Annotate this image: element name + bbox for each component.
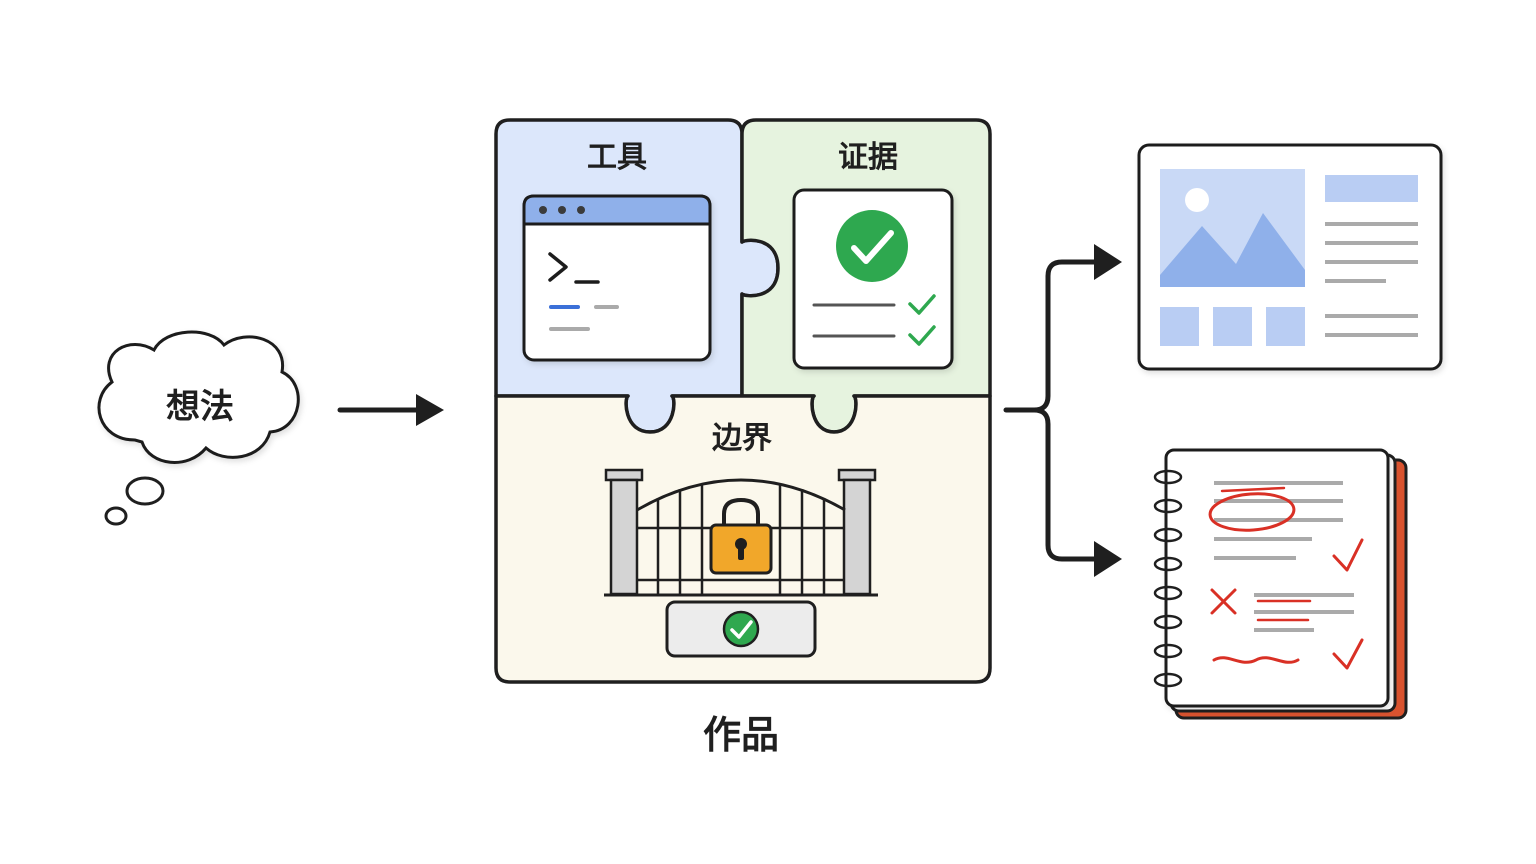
spiral-binding bbox=[1153, 469, 1183, 688]
boundary-label: 边界 bbox=[712, 421, 772, 456]
check-badge-icon bbox=[665, 600, 817, 658]
checklist-document-icon bbox=[792, 188, 954, 370]
annotated-notebook-icon bbox=[1153, 448, 1408, 720]
puzzle-piece-boundary: 边界 bbox=[494, 394, 992, 684]
evidence-label: 证据 bbox=[838, 140, 898, 175]
idea-label: 想法 bbox=[166, 387, 234, 427]
check-circle-icon bbox=[836, 210, 908, 282]
tools-label: 工具 bbox=[587, 140, 647, 175]
gate-lock-icon bbox=[604, 468, 878, 597]
terminal-window-icon bbox=[522, 194, 712, 362]
branch-arrow-icon bbox=[1003, 244, 1122, 577]
thought-cloud-icon bbox=[97, 330, 300, 464]
puzzle-piece-evidence: 证据 bbox=[740, 118, 992, 434]
padlock-icon bbox=[709, 497, 773, 575]
arrow-right-icon bbox=[337, 394, 444, 426]
puzzle-piece-tools: 工具 bbox=[494, 118, 780, 434]
thought-bubble-small bbox=[104, 506, 128, 526]
work-caption: 作品 bbox=[703, 713, 779, 757]
web-layout-icon bbox=[1137, 143, 1443, 371]
thought-bubble-large bbox=[125, 476, 165, 506]
idea-cloud: 想法 bbox=[97, 330, 300, 526]
